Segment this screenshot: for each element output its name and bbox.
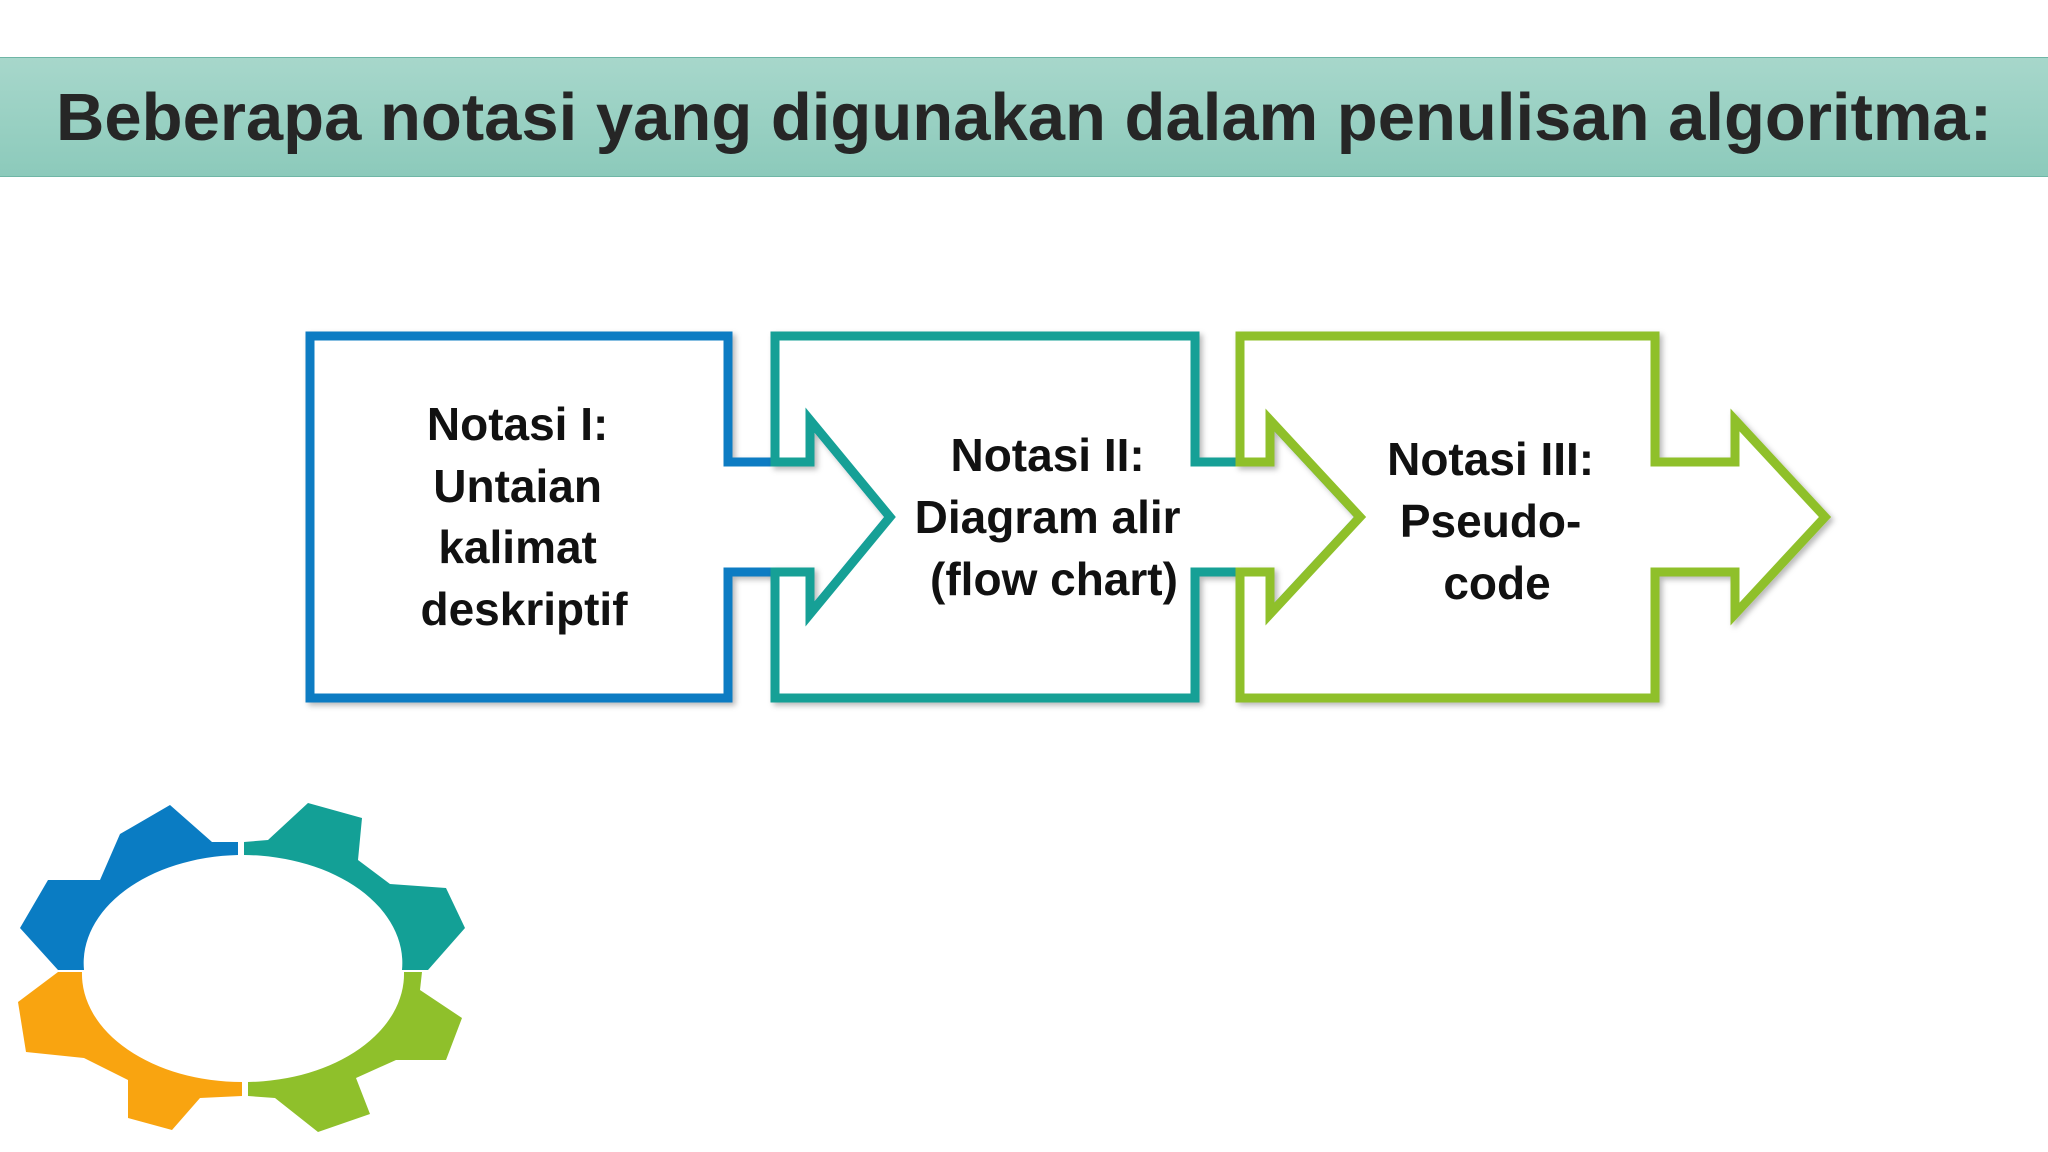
step-3-text: Notasi III: Pseudo- code: [1387, 433, 1607, 609]
gear-icon: [18, 803, 465, 1132]
gear-segment-orange: [18, 972, 242, 1130]
step-3-arrow: [1235, 331, 1832, 703]
gear-segment-green: [248, 972, 462, 1132]
slide-title: Beberapa notasi yang digunakan dalam pen…: [56, 80, 1992, 155]
step-2-text: Notasi II: Diagram alir (flow chart): [915, 429, 1194, 605]
gear-hole: [85, 864, 401, 1076]
gear-segment-teal: [244, 803, 465, 970]
step-1-text: Notasi I: Untaian kalimat deskriptif: [420, 398, 628, 635]
title-banner: Beberapa notasi yang digunakan dalam pen…: [0, 57, 2048, 177]
step-3-shape: [1235, 331, 1832, 703]
gear-segment-blue: [20, 805, 238, 970]
